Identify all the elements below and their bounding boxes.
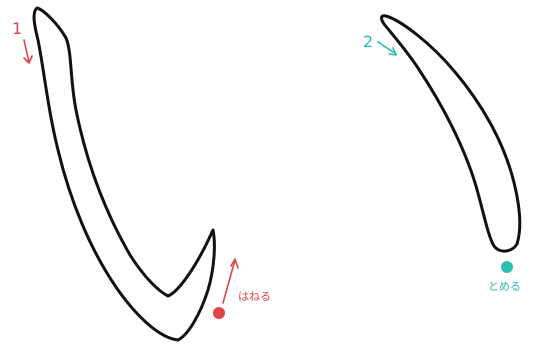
stroke-2-direction-arrow-icon — [378, 42, 396, 55]
stroke-2-outline — [382, 16, 520, 251]
stroke-2-number: 2 — [363, 32, 373, 51]
stroke-1-outline — [34, 8, 214, 340]
stroke-1-ending-label: はねる — [238, 290, 271, 303]
hane-end-dot-icon — [213, 307, 225, 319]
stroke-1-direction-arrow-icon — [24, 40, 32, 63]
stroke-2-ending-label: とめる — [488, 280, 521, 293]
tome-end-dot-icon — [501, 261, 513, 273]
hane-arrow-icon — [223, 259, 238, 303]
stroke-1-number: 1 — [12, 19, 22, 38]
